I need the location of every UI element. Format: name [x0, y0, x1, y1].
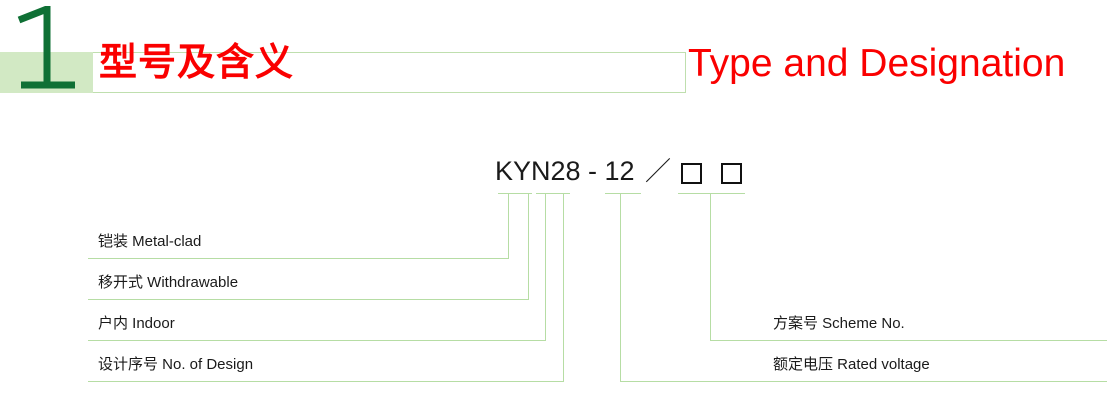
label-metal-clad: 铠装 Metal-clad: [98, 233, 202, 250]
label-design-no: 设计序号 No. of Design: [98, 356, 254, 373]
rule-indoor: [88, 340, 546, 341]
rule-scheme-no: [710, 340, 1107, 341]
section-numeral-1: [17, 6, 75, 89]
leader-drop-design-no: [563, 193, 564, 382]
label-rated-voltage: 额定电压 Rated voltage: [773, 356, 930, 373]
rule-rated-voltage: [620, 381, 1107, 382]
model-code-slash: ／: [645, 156, 672, 186]
page-title-cn: 型号及含义: [99, 42, 295, 84]
leader-drop-metal-clad: [508, 193, 509, 259]
tick-underline-2: [536, 193, 570, 194]
label-withdrawable: 移开式 Withdrawable: [98, 274, 239, 291]
tick-underline-1: [498, 193, 532, 194]
leader-drop-rated-voltage: [620, 193, 621, 382]
rule-design-no: [88, 381, 564, 382]
model-code-box-voltage: [721, 163, 742, 184]
header-band-box: [93, 52, 686, 93]
leader-drop-scheme-no: [710, 193, 711, 341]
label-scheme-no: 方案号 Scheme No.: [773, 315, 905, 332]
leader-drop-withdrawable: [528, 193, 529, 300]
rule-metal-clad: [88, 258, 509, 259]
tick-underline-3: [605, 193, 641, 194]
model-code-main: KYN28 - 12: [495, 156, 635, 186]
page-title-en: Type and Designation: [688, 42, 1066, 85]
model-code-box-scheme: [681, 163, 702, 184]
leader-drop-indoor: [545, 193, 546, 341]
label-indoor: 户内 Indoor: [98, 315, 175, 332]
rule-withdrawable: [88, 299, 529, 300]
tick-underline-4: [678, 193, 745, 194]
